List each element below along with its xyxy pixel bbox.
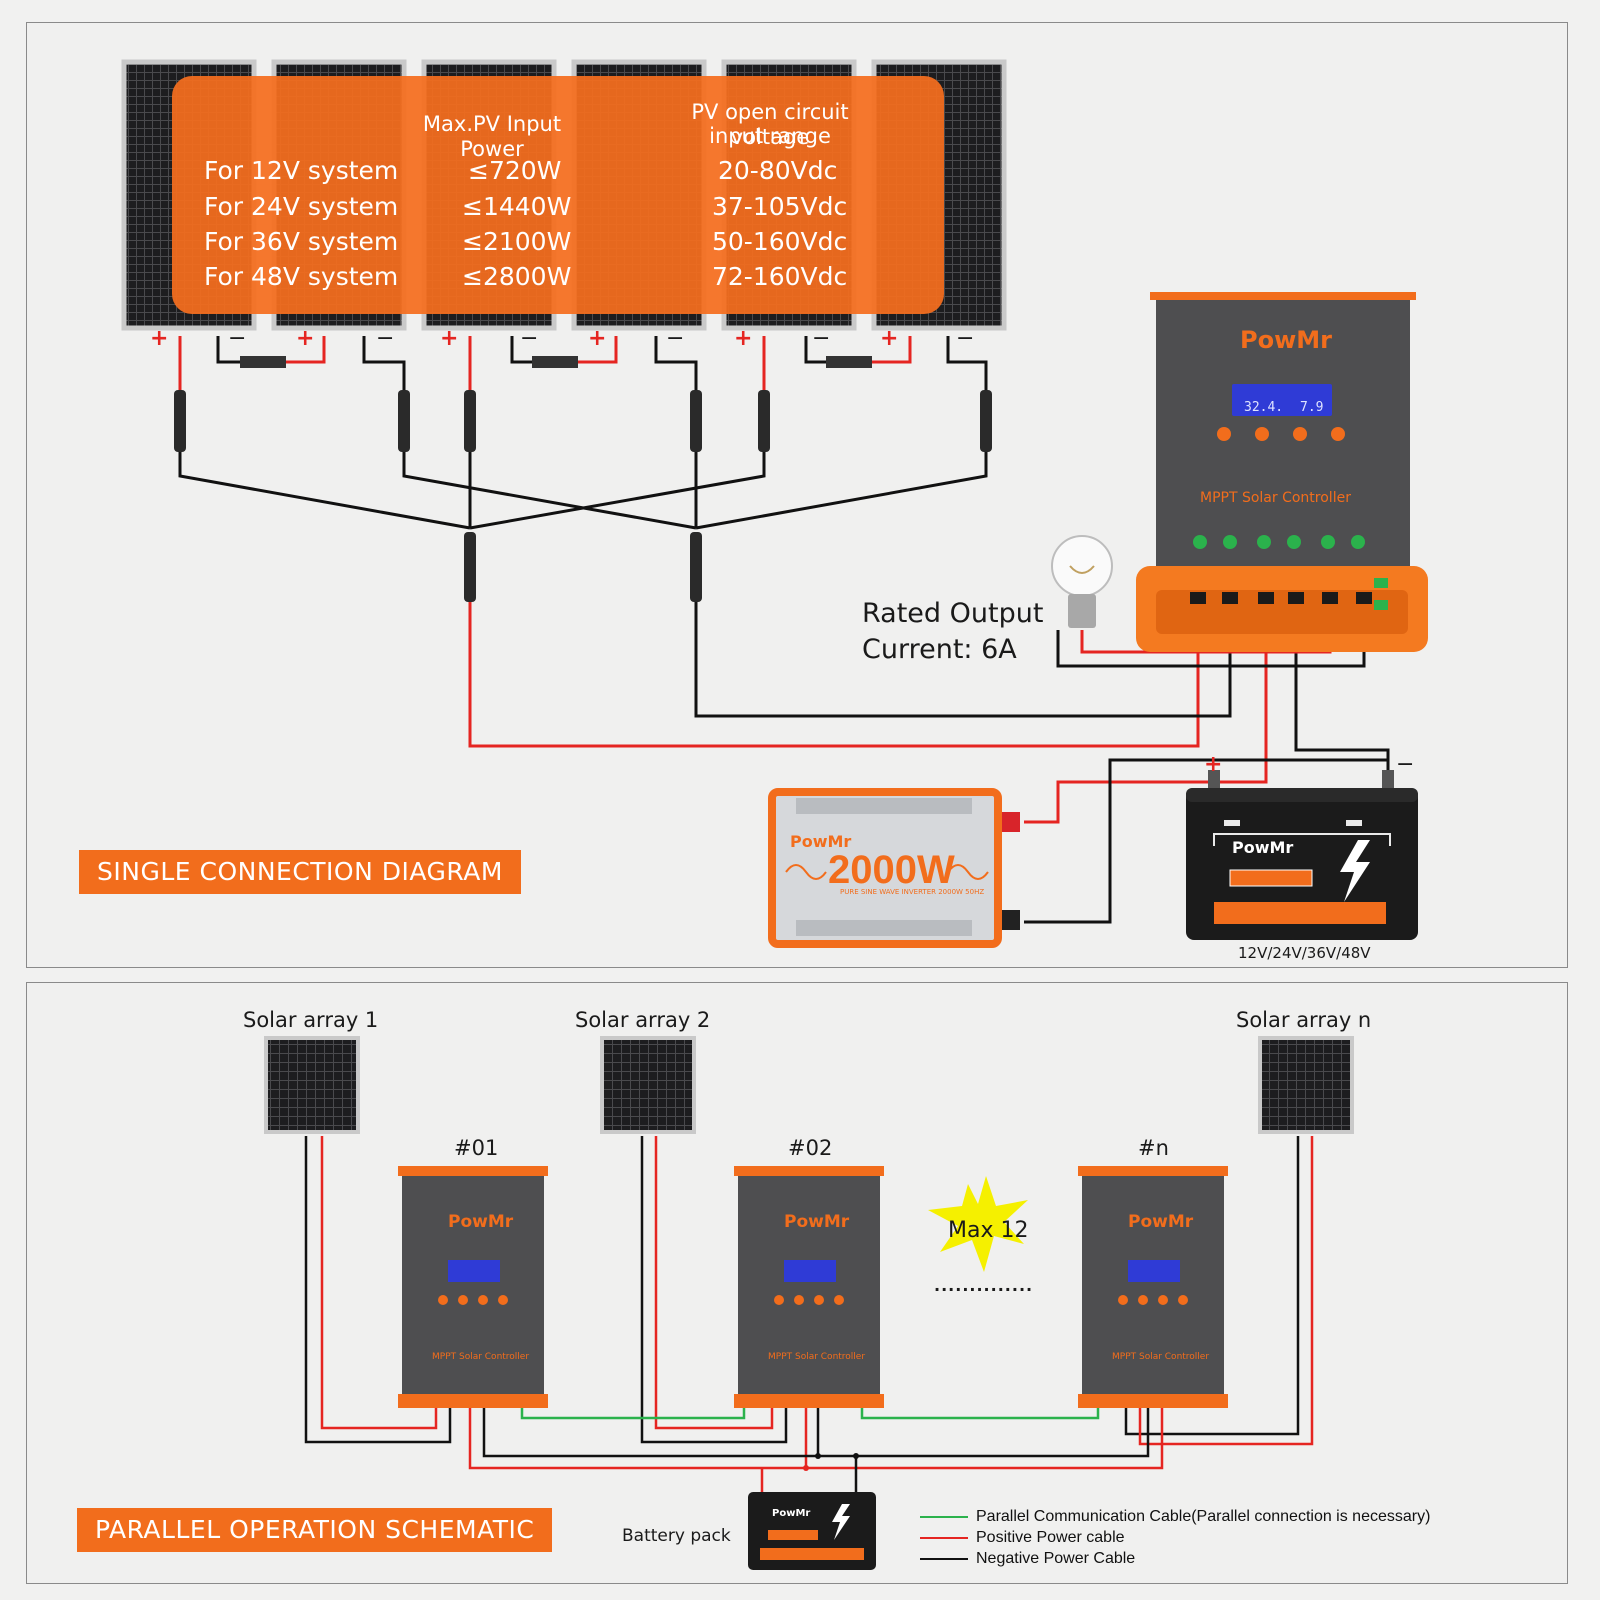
battery-main xyxy=(1186,770,1418,940)
plus-mark: + xyxy=(296,326,315,351)
controller-brand: PowMr xyxy=(1240,326,1332,354)
minus-mark: − xyxy=(376,326,395,351)
plus-mark: + xyxy=(734,326,753,351)
mc4-connectors xyxy=(174,390,992,602)
rated-output-line2: Current: 6A xyxy=(862,634,1017,665)
minus-mark: − xyxy=(520,326,539,351)
legend-label: Parallel Communication Cable(Parallel co… xyxy=(976,1508,1431,1525)
battery-minus-mark: − xyxy=(1396,752,1415,777)
controller-id-01: #01 xyxy=(454,1136,499,1160)
controller-brand: PowMr xyxy=(1128,1212,1194,1232)
series-wiring xyxy=(216,336,912,368)
header-voc-line2: input range xyxy=(709,124,831,148)
array-label-2: Solar array 2 xyxy=(575,1008,711,1032)
plus-mark: + xyxy=(588,326,607,351)
battery-pack-label: Battery pack xyxy=(622,1526,731,1546)
row-system: For 48V system xyxy=(204,262,399,291)
legend-negative: Negative Power Cable xyxy=(920,1550,1135,1568)
row-voltage: 37-105Vdc xyxy=(712,192,848,221)
rated-output-line1: Rated Output xyxy=(862,598,1044,629)
legend-swatch-red xyxy=(920,1537,968,1539)
legend-swatch-green xyxy=(920,1516,968,1518)
lcd-right-value: 7.9 xyxy=(1300,400,1324,415)
array-label-n: Solar array n xyxy=(1236,1008,1372,1032)
controller-label: MPPT Solar Controller xyxy=(768,1352,866,1362)
inverter-power: 2000W xyxy=(828,848,955,892)
lcd-left-value: 32.4. xyxy=(1244,400,1284,415)
header-max-pv-power: Max.PV Input Power xyxy=(422,112,562,161)
array-label-1: Solar array 1 xyxy=(243,1008,379,1032)
battery-plus-mark: + xyxy=(1204,752,1223,777)
single-connection-title: SINGLE CONNECTION DIAGRAM xyxy=(79,850,521,894)
inverter xyxy=(768,788,1020,948)
controller-label: MPPT Solar Controller xyxy=(432,1352,530,1362)
plus-mark: + xyxy=(150,326,169,351)
row-power: ≤2800W xyxy=(462,262,572,291)
row-power: ≤2100W xyxy=(462,227,572,256)
minus-mark: − xyxy=(956,326,975,351)
row-voltage: 72-160Vdc xyxy=(712,262,848,291)
battery-voltage-label: 12V/24V/36V/48V xyxy=(1238,944,1371,962)
minus-mark: − xyxy=(812,326,831,351)
inverter-brand: PowMr xyxy=(790,832,852,851)
legend-swatch-black xyxy=(920,1558,968,1560)
header-voc-line1: PV open circuit voltage xyxy=(691,100,849,149)
up-button xyxy=(1255,427,1269,441)
row-voltage: 20-80Vdc xyxy=(718,156,838,185)
inverter-positive-terminal xyxy=(1002,812,1020,832)
menu-button xyxy=(1217,427,1231,441)
max-label: Max 12 xyxy=(948,1218,1029,1243)
row-voltage: 50-160Vdc xyxy=(712,227,848,256)
battery-brand: PowMr xyxy=(1232,838,1294,857)
minus-mark: − xyxy=(666,326,685,351)
controller-id-02: #02 xyxy=(788,1136,833,1160)
mppt-controller-main xyxy=(1136,292,1428,652)
plus-mark: + xyxy=(440,326,459,351)
inverter-negative-terminal xyxy=(1002,910,1020,930)
legend-label: Positive Power cable xyxy=(976,1529,1125,1546)
row-power: ≤720W xyxy=(468,156,562,185)
controller-label: MPPT Solar Controller xyxy=(1200,490,1351,506)
row-system: For 36V system xyxy=(204,227,399,256)
row-system: For 24V system xyxy=(204,192,399,221)
lightning-icon xyxy=(1340,840,1370,902)
plus-mark: + xyxy=(880,326,899,351)
light-bulb-icon xyxy=(1051,535,1113,628)
spec-table: Max.PV Input Power PV open circuit volta… xyxy=(172,76,944,314)
enter-button xyxy=(1331,427,1345,441)
controller-label: MPPT Solar Controller xyxy=(1112,1352,1210,1362)
row-power: ≤1440W xyxy=(462,192,572,221)
inverter-subtitle: PURE SINE WAVE INVERTER 2000W 50HZ xyxy=(840,888,985,896)
row-system: For 12V system xyxy=(204,156,399,185)
controller-brand: PowMr xyxy=(448,1212,514,1232)
branch-wiring xyxy=(178,336,988,530)
legend-positive: Positive Power cable xyxy=(920,1529,1125,1547)
battery-pack-brand: PowMr xyxy=(772,1508,811,1519)
parallel-schematic-title: PARALLEL OPERATION SCHEMATIC xyxy=(77,1508,553,1552)
controller-brand: PowMr xyxy=(784,1212,850,1232)
minus-mark: − xyxy=(228,326,247,351)
legend-comm: Parallel Communication Cable(Parallel co… xyxy=(920,1508,1430,1526)
pv-to-controller xyxy=(468,596,1232,748)
controller-id-n: #n xyxy=(1138,1136,1169,1160)
lcd-screen xyxy=(1232,384,1332,416)
legend-label: Negative Power Cable xyxy=(976,1550,1136,1567)
ellipsis-dots: .............. xyxy=(934,1276,1034,1295)
down-button xyxy=(1293,427,1307,441)
